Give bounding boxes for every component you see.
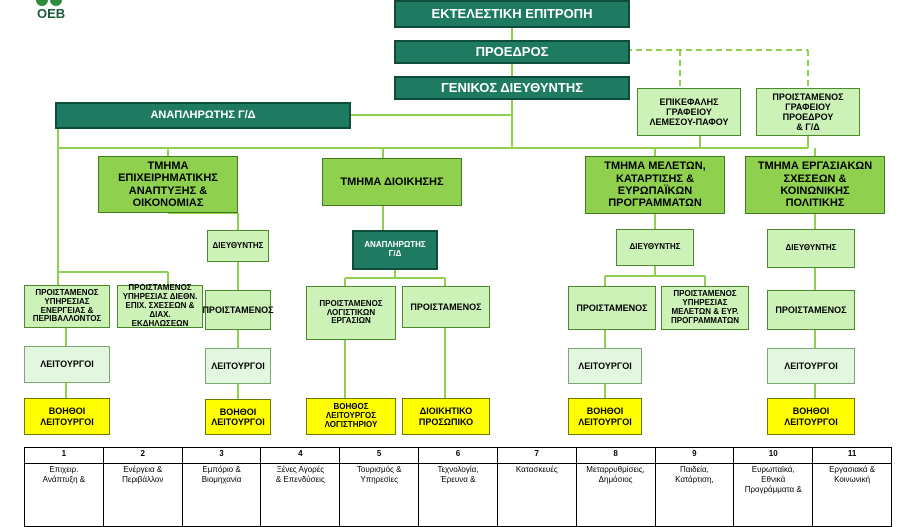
labour-director-box: ΔΙΕΥΘΥΝΤΗΣ xyxy=(767,229,855,268)
sector-number: 2 xyxy=(102,447,183,464)
admin-head-box: ΠΡΟΙΣΤΑΜΕΝΟΣ xyxy=(402,286,490,328)
sector-number: 6 xyxy=(418,447,498,464)
studies-assistants-box: ΒΟΗΘΟΙ ΛΕΙΤΟΥΡΓΟΙ xyxy=(568,398,642,435)
business-assistants-left-box: ΒΟΗΘΟΙ ΛΕΙΤΟΥΡΓΟΙ xyxy=(24,398,110,435)
business-director-box: ΔΙΕΥΘΥΝΤΗΣ xyxy=(207,230,269,262)
sector-number: 8 xyxy=(575,447,656,464)
sector-number: 5 xyxy=(339,447,420,464)
labour-head-box: ΠΡΟΙΣΤΑΜΕΝΟΣ xyxy=(767,290,855,330)
logo-text: ΟΕΒ xyxy=(37,6,66,21)
studies-head-box: ΠΡΟΙΣΤΑΜΕΝΟΣ xyxy=(568,286,656,330)
sector-number: 11 xyxy=(812,447,892,464)
sector-name: Ενέργεια & Περιβάλλον xyxy=(102,463,183,527)
labour-officers-box: ΛΕΙΤΟΥΡΓΟΙ xyxy=(767,348,855,384)
sectors-table: 1 2 3 4 5 6 7 8 9 10 11 Επιχειρ. Ανάπτυξ… xyxy=(24,447,892,527)
business-officers-left-box: ΛΕΙΤΟΥΡΓΟΙ xyxy=(24,346,110,383)
sector-name: Τουρισμός & Υπηρεσίες xyxy=(339,463,420,527)
executive-committee-box: ΕΚΤΕΛΕΣΤΙΚΗ ΕΠΙΤΡΟΠΗ xyxy=(394,0,630,28)
sector-name: Παιδεία, Κατάρτιση, xyxy=(654,463,735,527)
business-officers-right-box: ΛΕΙΤΟΥΡΓΟΙ xyxy=(205,348,271,384)
studies-dept-box: ΤΜΗΜΑ ΜΕΛΕΤΩΝ, ΚΑΤΑΡΤΙΣΗΣ & ΕΥΡΩΠΑΪΚΩΝ Π… xyxy=(585,156,725,214)
studies-officers-box: ΛΕΙΤΟΥΡΓΟΙ xyxy=(568,348,642,384)
sector-name: Επιχειρ. Ανάπτυξη & xyxy=(24,463,104,527)
studies-director-box: ΔΙΕΥΘΥΝΤΗΣ xyxy=(616,229,694,266)
deputy-gm-box: ΑΝΑΠΛΗΡΩΤΗΣ Γ/Δ xyxy=(55,102,351,129)
head-international-relations-box: ΠΡΟΙΣΤΑΜΕΝΟΣ ΥΠΗΡΕΣΙΑΣ ΔΙΕΘΝ. ΕΠΙΧ. ΣΧΕΣ… xyxy=(117,283,203,328)
business-assistants-right-box: ΒΟΗΘΟΙ ΛΕΙΤΟΥΡΓΟΙ xyxy=(205,399,271,435)
admin-staff-box: ΔΙΟΙΚΗΤΙΚΟ ΠΡΟΣΩΠΙΚΟ xyxy=(402,398,490,435)
sector-name: Εμπόριο & Βιομηχανία xyxy=(181,463,262,527)
sector-name: Μεταρρυθμίσεις, Δημόσιος xyxy=(575,463,656,527)
head-accounting-box: ΠΡΟΙΣΤΑΜΕΝΟΣ ΛΟΓΙΣΤΙΚΩΝ ΕΡΓΑΣΙΩΝ xyxy=(306,286,396,340)
general-manager-box: ΓΕΝΙΚΟΣ ΔΙΕΥΘΥΝΤΗΣ xyxy=(394,76,630,100)
president-box: ΠΡΟΕΔΡΟΣ xyxy=(394,40,630,64)
sector-name: Ευρωπαϊκά, Εθνικά Προγράμματα & xyxy=(733,463,814,527)
sector-name: Εργασιακά & Κοινωνική xyxy=(812,463,892,527)
labour-assistants-box: ΒΟΗΘΟΙ ΛΕΙΤΟΥΡΓΟΙ xyxy=(767,398,855,435)
sector-name: Τεχνολογία, Έρευνα & xyxy=(418,463,498,527)
connector-lines xyxy=(57,28,816,399)
admin-deputy-gm-box: ΑΝΑΠΛΗΡΩΤΗΣ Γ/Δ xyxy=(352,230,438,270)
assistant-accounting-box: ΒΟΗΘΟΣ ΛΕΙΤΟΥΡΓΟΣ ΛΟΓΙΣΤΗΡΙΟΥ xyxy=(306,398,396,435)
head-energy-environment-box: ΠΡΟΙΣΤΑΜΕΝΟΣ ΥΠΗΡΕΣΙΑΣ ΕΝΕΡΓΕΙΑΣ & ΠΕΡΙΒ… xyxy=(24,285,110,328)
sector-number: 9 xyxy=(654,447,735,464)
limassol-office-head-box: ΕΠΙΚΕΦΑΛΗΣ ΓΡΑΦΕΙΟΥ ΛΕΜΕΣΟΥ-ΠΑΦΟΥ xyxy=(637,88,741,136)
sector-name: Ξένες Αγορές & Επενδύσεις xyxy=(260,463,341,527)
administration-dept-box: ΤΜΗΜΑ ΔΙΟΙΚΗΣΗΣ xyxy=(322,158,462,206)
sector-number: 4 xyxy=(260,447,341,464)
oeb-logo-icon xyxy=(36,0,62,6)
sector-number: 1 xyxy=(24,447,104,464)
business-head-box: ΠΡΟΙΣΤΑΜΕΝΟΣ xyxy=(202,290,274,330)
president-office-head-box: ΠΡΟΙΣΤΑΜΕΝΟΣ ΓΡΑΦΕΙΟΥ ΠΡΟΕΔΡΟΥ & Γ/Δ xyxy=(756,88,860,136)
sector-number: 3 xyxy=(181,447,262,464)
business-development-dept-box: ΤΜΗΜΑ ΕΠΙΧΕΙΡΗΜΑΤΙΚΗΣ ΑΝΑΠΤΥΞΗΣ & ΟΙΚΟΝΟ… xyxy=(98,156,238,213)
head-studies-programmes-box: ΠΡΟΙΣΤΑΜΕΝΟΣ ΥΠΗΡΕΣΙΑΣ ΜΕΛΕΤΩΝ & ΕΥΡ. ΠΡ… xyxy=(661,286,749,330)
sector-number: 7 xyxy=(496,447,577,464)
sector-name: Κατασκευές xyxy=(496,463,577,527)
sector-number: 10 xyxy=(733,447,814,464)
labour-relations-dept-box: ΤΜΗΜΑ ΕΡΓΑΣΙΑΚΩΝ ΣΧΕΣΕΩΝ & ΚΟΙΝΩΝΙΚΗΣ ΠΟ… xyxy=(745,156,885,214)
